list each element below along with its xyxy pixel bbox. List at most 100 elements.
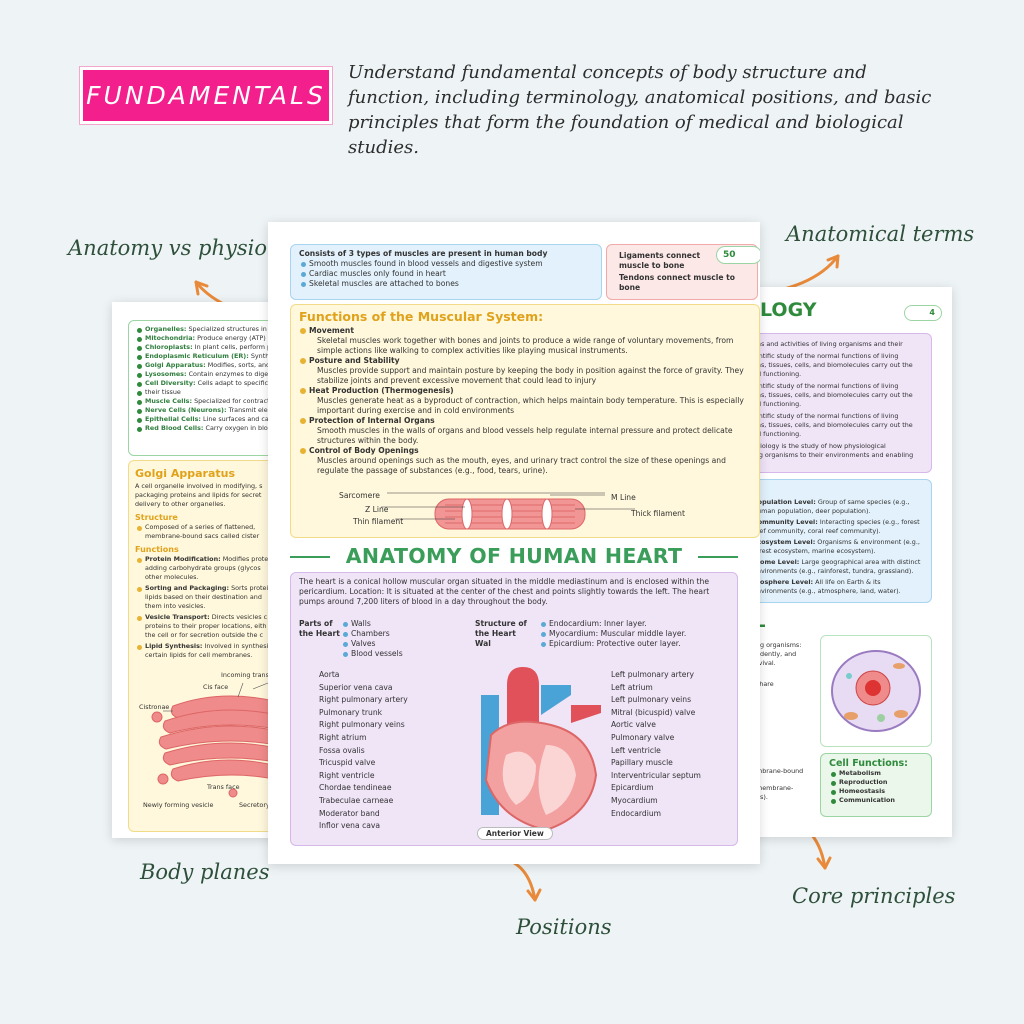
heart-label: Myocardium: [611, 795, 658, 805]
membrane-line: ns).: [756, 793, 768, 801]
function-text-cont: certain lipids for cell membranes.: [145, 651, 253, 659]
function-text: Involved in synthesiz: [204, 642, 272, 650]
tendons-text: Tendons connect muscle to bone: [619, 273, 735, 292]
organelle-term: Red Blood Cells:: [145, 424, 204, 432]
levels-box: Population Level: Group of same species …: [752, 479, 932, 603]
organelle-item: Golgi Apparatus: Modifies, sorts, and p: [135, 361, 302, 370]
organelle-text: Produce energy (ATP) v: [197, 334, 272, 342]
label-cistronae: Cistronae: [139, 703, 170, 711]
organelle-term: Nerve Cells (Neurons):: [145, 406, 227, 414]
organelle-item: their tissue: [135, 388, 302, 397]
organelle-term: Endoplasmic Reticulum (ER):: [145, 352, 249, 360]
organelle-term: Mitochondria:: [145, 334, 196, 342]
level-item: Ecosystem Level: Organisms & environment…: [753, 538, 927, 556]
callout-body-planes: Body planes: [140, 860, 270, 884]
cell-line: rvival.: [756, 659, 776, 667]
heart-label: Fossa ovalis: [319, 745, 365, 755]
function-text: Sorts protei: [231, 584, 269, 592]
thin-filament-label: Thin filament: [353, 517, 404, 526]
level-text-cont: reef community, coral reef community).: [753, 527, 881, 535]
muscle-types-list: Smooth muscles found in blood vessels an…: [299, 259, 593, 289]
organelle-term: Epithelial Cells:: [145, 415, 201, 423]
organelle-item: Lysosomes: Contain enzymes to diges: [135, 370, 302, 379]
heart-intro: The heart is a conical hollow muscular o…: [299, 577, 710, 606]
callout-core-principles: Core principles: [792, 884, 956, 908]
golgi-intro-line: delivery to other organelles.: [135, 500, 226, 508]
physiology-line: nd functioning.: [753, 370, 802, 378]
level-text-cont: environments (e.g., atmosphere, land, wa…: [753, 587, 901, 595]
level-text-cont: forest ecosystem, marine ecosystem).: [753, 547, 876, 555]
cell-function-item: Homeostasis: [829, 787, 923, 796]
heart-label: Pulmonary trunk: [319, 707, 383, 717]
heart-label: Right atrium: [319, 732, 367, 742]
physiology-line: ing organisms to their environments and …: [753, 451, 914, 459]
bullet-dot: [300, 358, 306, 364]
organelle-term: Muscle Cells:: [145, 397, 193, 405]
physiology-line: ans, tissues, cells, and biomolecules ca…: [753, 421, 913, 429]
heart-label: Superior vena cava: [319, 682, 393, 692]
muscle-function-text: Muscles provide support and maintain pos…: [317, 366, 744, 385]
label-incoming: Incoming transp: [221, 671, 273, 679]
heart-label: Mitral (bicuspid) valve: [611, 707, 696, 717]
heart-part-item: Walls: [341, 619, 403, 629]
function-term: Vesicle Transport:: [145, 613, 210, 621]
structure-label: Structure of the Heart Wal: [475, 619, 527, 648]
heart-label: Right pulmonary artery: [319, 695, 408, 705]
golgi-intro-line: A cell organelle involved in modifying, …: [135, 482, 263, 490]
heart-label: Tricuspid valve: [319, 758, 376, 768]
intro-text: Understand fundamental concepts of body …: [348, 62, 932, 158]
golgi-intro: A cell organelle involved in modifying, …: [135, 482, 301, 509]
muscle-function-title: Control of Body Openings: [299, 446, 751, 456]
functions-title: Functions: [135, 545, 179, 554]
level-term: Biome Level:: [753, 558, 800, 566]
organelle-text: Contain enzymes to diges: [188, 370, 272, 378]
heart-label: Interventricular septum: [611, 770, 701, 780]
level-text: Group of same species (e.g.,: [817, 498, 910, 506]
organelle-text: Carry oxygen in blood: [205, 424, 276, 432]
level-term: Biosphere Level:: [753, 578, 814, 586]
organelle-text: Specialized for contractio: [194, 397, 276, 405]
right-page: LOGY 4 ons and activities of living orga…: [752, 287, 952, 837]
heart-part-item: Chambers: [341, 629, 403, 639]
cell-line: ndently, and: [756, 650, 797, 658]
heart-structure-list: Endocardium: Inner layer.Myocardium: Mus…: [539, 619, 686, 649]
anterior-view-label: Anterior View: [477, 827, 553, 840]
heart-label: Papillary muscle: [611, 758, 673, 768]
muscle-function-text: Muscles generate heat as a byproduct of …: [317, 396, 744, 415]
heart-label: Moderator band: [319, 808, 380, 818]
organelle-item: Epithelial Cells: Line surfaces and cav: [135, 415, 302, 424]
thick-filament-label: Thick filament: [631, 509, 685, 518]
function-text: Directs vesicles c: [211, 613, 268, 621]
level-text: Large geographical area with distinct: [801, 558, 921, 566]
function-text-cont: adding carbohydrate groups (glycos: [145, 564, 261, 572]
organelle-text: Modifies, sorts, and p: [207, 361, 277, 369]
cell-function-item: Reproduction: [829, 778, 923, 787]
heart-label: Aortic valve: [611, 720, 656, 730]
structure-title: Structure: [135, 513, 178, 522]
bullet-dot: [300, 388, 306, 394]
heart-structure-item: Epicardium: Protective outer layer.: [539, 639, 686, 649]
organelle-item: Red Blood Cells: Carry oxygen in blood: [135, 424, 302, 433]
heart-label: Aorta: [319, 670, 340, 679]
organelle-term: Chloroplasts:: [145, 343, 193, 351]
cell-line: share: [756, 680, 774, 688]
callout-anatomical-terms: Anatomical terms: [786, 222, 975, 246]
cell-function-item: Communication: [829, 796, 923, 805]
label-new-vesicle: Newly forming vesicle: [143, 801, 214, 809]
heart-label: Chordae tendineae: [319, 783, 392, 793]
heart-part-item: Blood vessels: [341, 649, 403, 659]
function-term: Protein Modification:: [145, 555, 221, 563]
level-text: Interacting species (e.g., forest: [819, 518, 920, 526]
organelle-text: In plant cells, perform p: [194, 343, 272, 351]
physiology-line: ons and activities of living organisms a…: [753, 340, 903, 348]
level-text: Organisms & environment (e.g.,: [817, 538, 920, 546]
structure-item: Composed of a series of flattened,membra…: [135, 523, 301, 541]
